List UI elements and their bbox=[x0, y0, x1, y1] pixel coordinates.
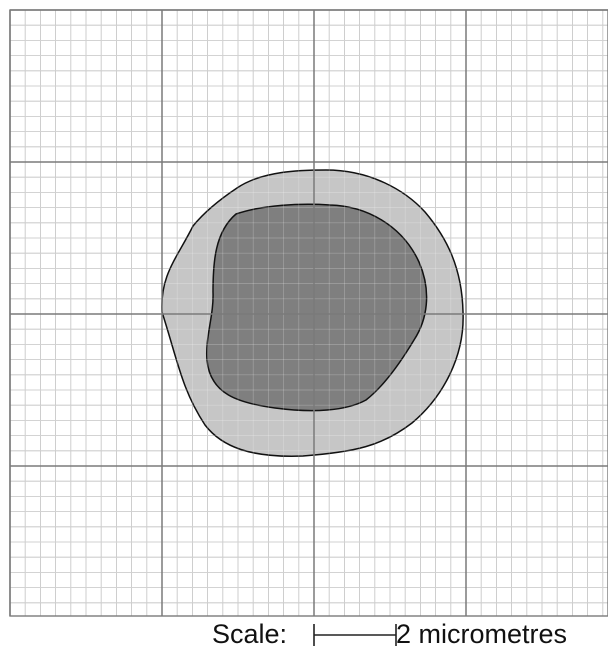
scale-caption: Scale: 2 micrometres bbox=[0, 616, 608, 650]
scale-label: Scale: bbox=[212, 619, 287, 649]
scale-value: 2 micrometres bbox=[396, 619, 567, 649]
scale-bar bbox=[313, 622, 397, 648]
